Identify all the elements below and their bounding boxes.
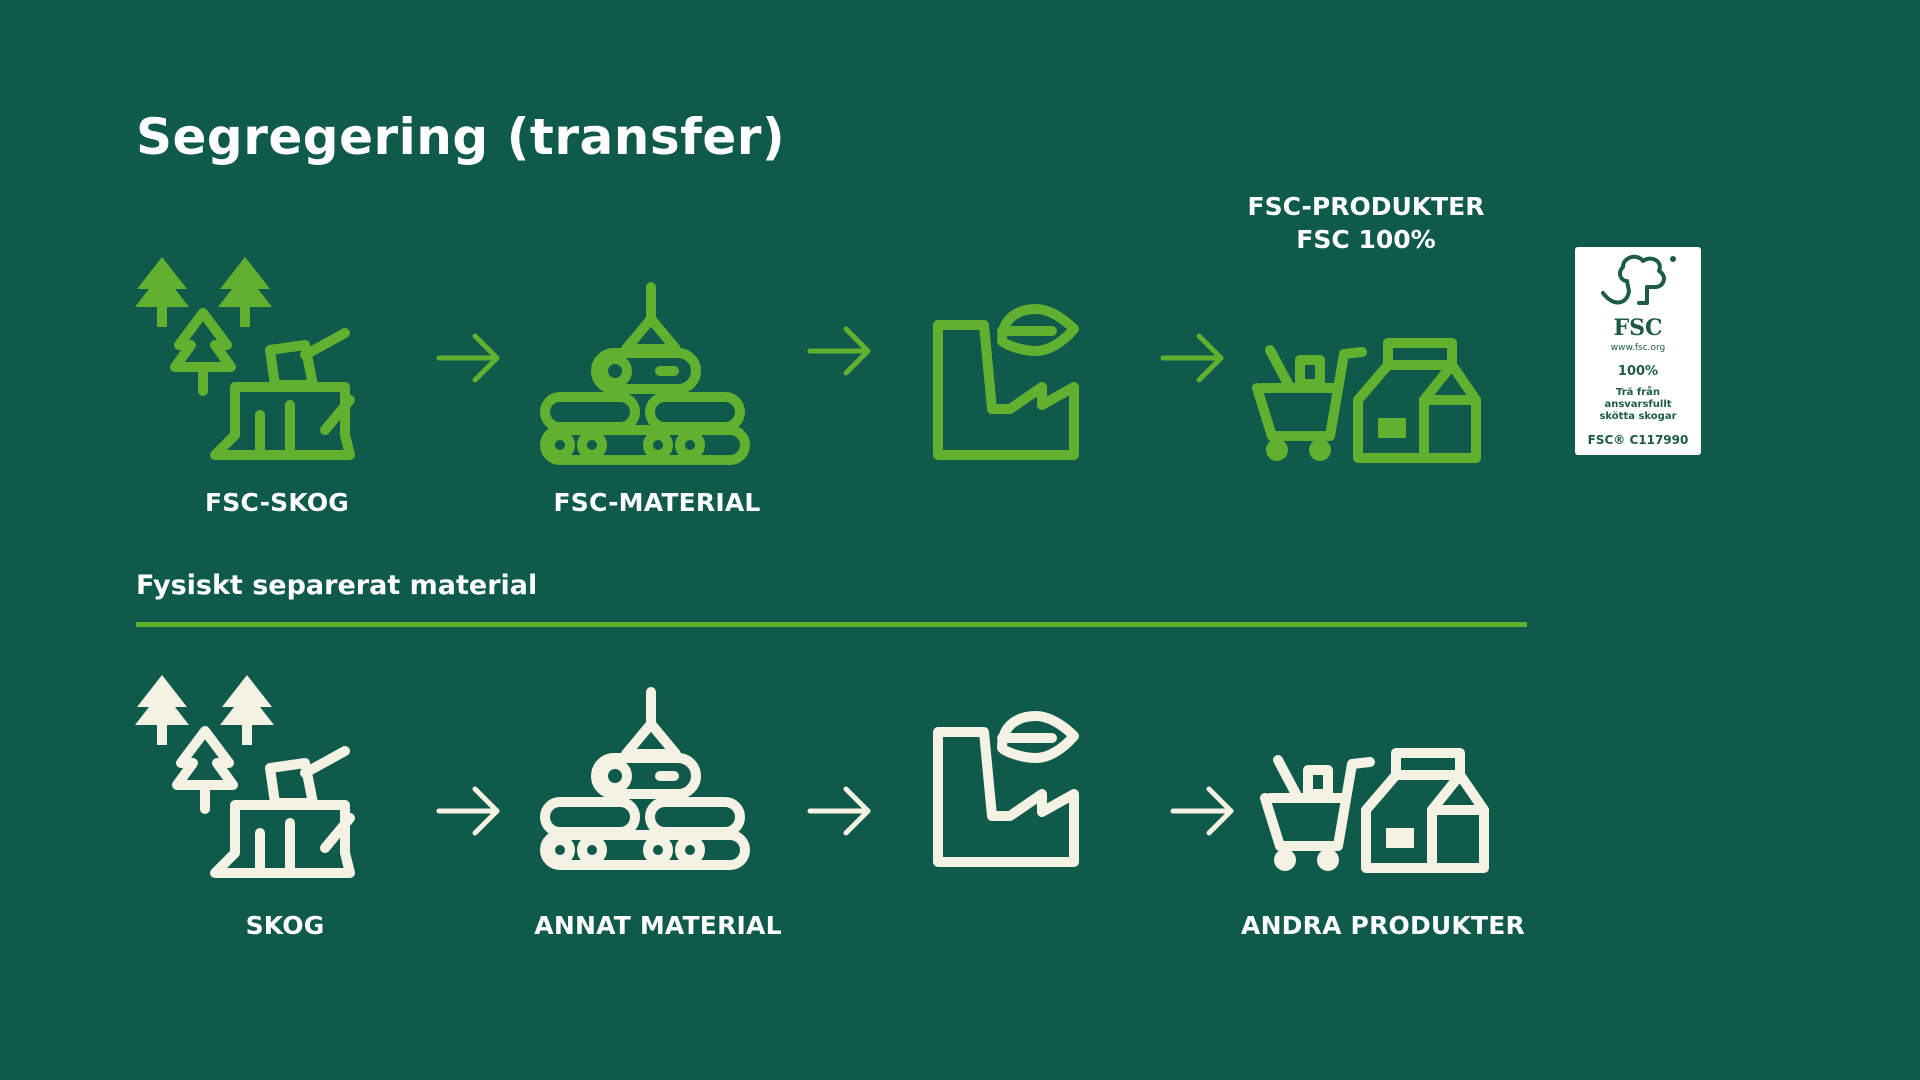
logs-crane-icon — [540, 282, 750, 465]
section-divider — [136, 622, 1527, 627]
forest-label: SKOG — [245, 911, 325, 940]
fsc-forest-label: FSC-SKOG — [204, 488, 350, 517]
fsc-tree-icon — [1601, 254, 1676, 305]
package-icon — [1361, 748, 1489, 873]
other-products-label: ANDRA PRODUKTER — [1241, 911, 1525, 940]
fsc-logo-url: www.fsc.org — [1610, 343, 1666, 353]
logs-crane-icon — [540, 687, 750, 870]
fsc-certification-logo: FSC www.fsc.org 100% Trä från ansvarsful… — [1575, 247, 1701, 455]
fsc-products-label: FSC-PRODUKTER FSC 100% — [1247, 192, 1485, 254]
factory-leaf-icon — [933, 711, 1079, 867]
fsc-material-label: FSC-MATERIAL — [553, 488, 761, 517]
fsc-logo-brand: FSC — [1613, 315, 1663, 341]
page-title: Segregering (transfer) — [136, 108, 786, 166]
shopping-cart-icon — [1252, 345, 1367, 461]
fsc-logo-code: FSC® C117990 — [1587, 433, 1689, 447]
arrow-right-icon — [1160, 333, 1224, 383]
fsc-logo-description: Trä från ansvarsfullt skötta skogar — [1599, 387, 1677, 422]
arrow-right-icon — [807, 786, 871, 836]
other-material-label: ANNAT MATERIAL — [534, 911, 782, 940]
factory-leaf-icon — [933, 304, 1079, 460]
fsc-logo-percent: 100% — [1617, 364, 1659, 379]
forest-icon — [135, 675, 355, 878]
section-label: Fysiskt separerat material — [136, 570, 538, 601]
arrow-right-icon — [1170, 786, 1234, 836]
arrow-right-icon — [436, 786, 500, 836]
shopping-cart-icon — [1260, 755, 1375, 871]
package-icon — [1353, 338, 1481, 463]
forest-icon — [135, 257, 355, 460]
arrow-right-icon — [807, 326, 871, 376]
arrow-right-icon — [436, 333, 500, 383]
